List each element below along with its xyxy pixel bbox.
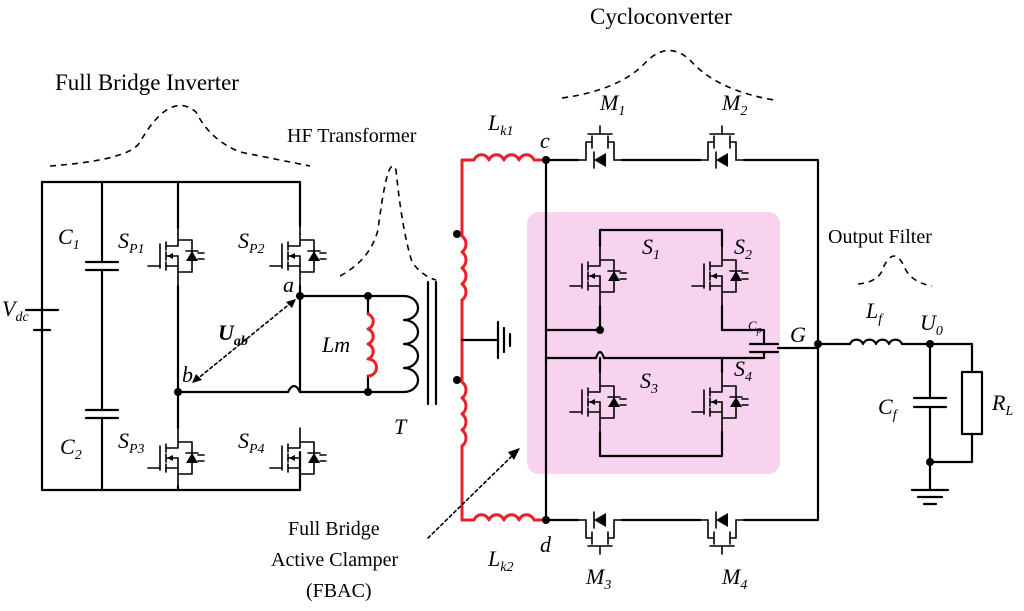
label-m3: M3 [585, 564, 611, 593]
label-m1: M1 [599, 90, 625, 119]
label-sp1: SP1 [118, 228, 145, 257]
label-m2: M2 [721, 90, 747, 119]
label-s2: S2 [734, 234, 752, 263]
label-c2: C2 [60, 434, 82, 463]
cyclo-title: Cycloconverter [590, 4, 732, 29]
label-sp2: SP2 [238, 228, 265, 257]
label-a: a [283, 272, 294, 297]
fbac-title-2: Active Clamper [271, 549, 399, 571]
label-d: d [540, 532, 552, 557]
label-vdc: Vdc [2, 296, 29, 325]
label-lk1: Lk1 [487, 110, 513, 139]
label-cf: Cf [878, 394, 899, 423]
label-s4: S4 [734, 356, 752, 385]
label-s3: S3 [640, 368, 658, 397]
label-m4: M4 [721, 564, 747, 593]
label-g: G [790, 322, 806, 347]
filter-title: Output Filter [828, 226, 932, 248]
label-c1: C1 [58, 224, 80, 253]
cycloconverter [544, 125, 822, 555]
label-lm: Lm [321, 332, 350, 357]
full-bridge-inverter [24, 180, 370, 492]
full-bridge-active-clamper [544, 228, 820, 458]
label-cp: Cp [748, 318, 762, 336]
label-sp3: SP3 [118, 428, 145, 457]
cyclo-brace [561, 49, 775, 101]
label-s1: S1 [642, 234, 660, 263]
transformer-title: HF Transformer [287, 125, 417, 147]
label-b: b [182, 362, 193, 387]
label-sp4: SP4 [238, 428, 265, 457]
label-rl: RL [991, 390, 1013, 419]
label-lk2: Lk2 [487, 546, 513, 575]
transformer-brace [339, 165, 437, 281]
inverter-title: Full Bridge Inverter [55, 70, 239, 95]
label-t: T [394, 414, 408, 439]
output-filter [816, 338, 984, 506]
label-c: c [540, 128, 550, 153]
label-u0: U0 [920, 310, 943, 339]
fbac-title-3: (FBAC) [306, 580, 372, 602]
filter-brace [857, 255, 933, 287]
label-uab: Uab [218, 320, 248, 349]
inverter-brace [49, 104, 311, 167]
label-lf: Lf [865, 298, 884, 327]
hf-transformer [364, 153, 550, 524]
fbac-title-1: Full Bridge [288, 518, 380, 540]
